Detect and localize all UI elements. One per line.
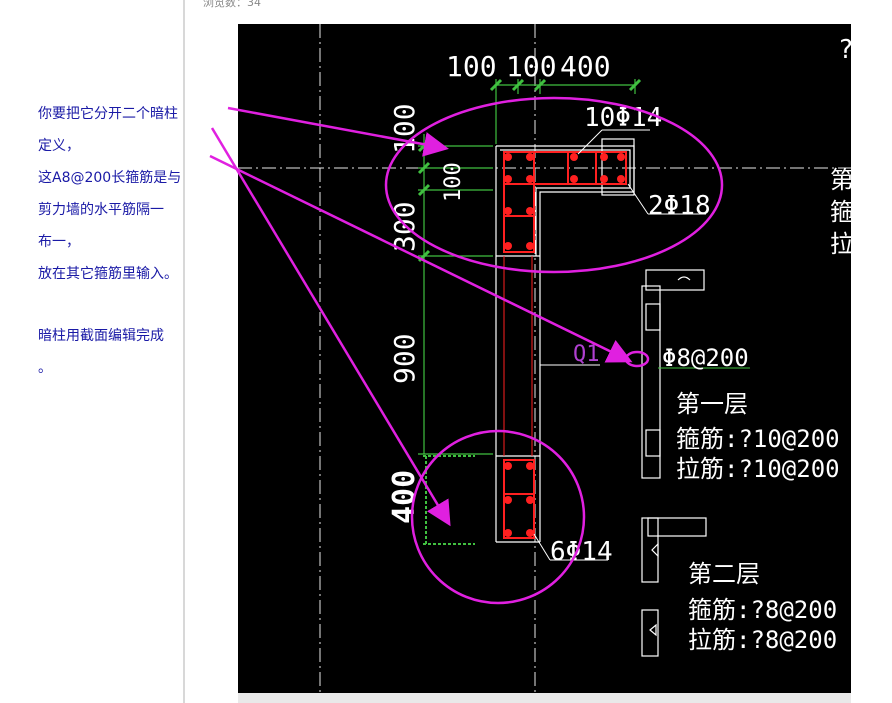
layer2-title: 第二层 [688, 560, 760, 588]
dim-left-5: 400 [387, 470, 422, 524]
note-line: 布一， [38, 234, 80, 250]
note-line: 。 [38, 360, 52, 376]
bottom-dimension [423, 455, 475, 545]
label-10phi14: 10Φ14 [584, 103, 662, 133]
scrollbar-horizontal[interactable] [238, 693, 851, 703]
rebar-cage-top [503, 151, 627, 253]
note-line: 定义， [38, 138, 80, 154]
column-outline [495, 138, 635, 543]
rebar-bars-bottom [504, 462, 534, 537]
view-count: 浏览数：34 [203, 0, 261, 9]
layer2-gujin: 箍筋:?8@200 [688, 596, 837, 624]
layer2-lajin: 拉筋:?8@200 [688, 626, 837, 654]
note-line: 这A8@200长箍筋是与 [38, 170, 182, 186]
label-6phi14: 6Φ14 [550, 537, 613, 567]
dim-left-4: 900 [388, 333, 421, 384]
dim-top-3: 400 [560, 50, 611, 83]
dim-left-3: 300 [388, 201, 421, 252]
edge-text-1: 第 [830, 166, 851, 194]
edge-text-3: 拉 [830, 230, 851, 258]
label-2phi18: 2Φ18 [648, 191, 711, 221]
wall-rebar-lines [503, 256, 533, 456]
note-line: 剪力墙的水平筋隔一 [38, 202, 164, 218]
layer1-title: 第一层 [676, 390, 748, 418]
section-detail-2 [641, 517, 707, 657]
layer1-lajin: 拉筋:?10@200 [676, 455, 840, 483]
corner-question: ? [838, 35, 851, 65]
edge-text-2: 箍 [830, 198, 851, 226]
cad-drawing-image: 100 100 400 100 100 300 900 400 [238, 24, 851, 693]
wall-label-q1: Q1 [573, 342, 600, 367]
layer1-gujin: 箍筋:?10@200 [676, 425, 840, 453]
note-line: 暗柱用截面编辑完成 [38, 328, 164, 344]
dim-top-2: 100 [506, 50, 557, 83]
dim-left-1: 100 [388, 103, 421, 154]
dim-left-2: 100 [441, 162, 466, 202]
left-rail [183, 0, 185, 703]
label-phi8at200: Φ8@200 [662, 344, 749, 372]
note-line: 放在其它箍筋里输入。 [38, 266, 178, 282]
dim-top-1: 100 [446, 50, 497, 83]
top-dimension [489, 78, 642, 144]
answer-note: 你要把它分开二个暗柱 定义， 这A8@200长箍筋是与 剪力墙的水平筋隔一 布一… [38, 90, 228, 392]
note-line: 你要把它分开二个暗柱 [38, 106, 178, 122]
